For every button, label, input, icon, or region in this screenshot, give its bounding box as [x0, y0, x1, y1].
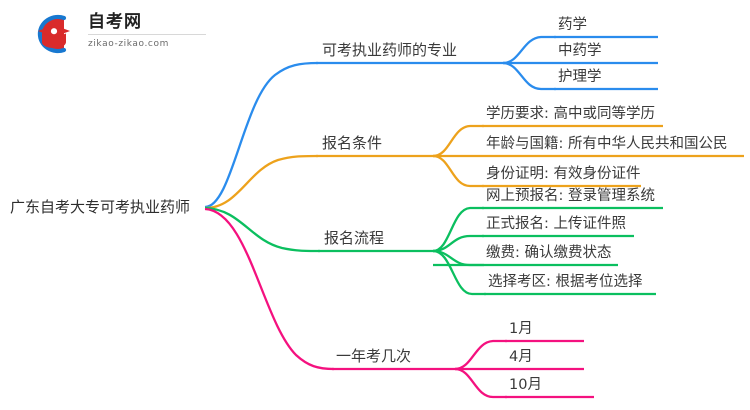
mindmap-leaf-3-2[interactable]: 正式报名: 上传证件照: [486, 216, 626, 232]
mindmap-leaf-4-2[interactable]: 4月: [509, 349, 533, 365]
logo-subtitle: zikao-zikao.com: [88, 39, 169, 49]
mindmap-leaf-3-1[interactable]: 网上预报名: 登录管理系统: [486, 188, 655, 204]
branch-connector-4: [204, 207, 594, 399]
mindmap-topic-3[interactable]: 报名流程: [324, 229, 385, 247]
site-logo: 自考网 zikao-zikao.com: [30, 8, 206, 58]
mindmap-leaf-2-3[interactable]: 身份证明: 有效身份证件: [486, 166, 641, 182]
logo-text: 自考网 zikao-zikao.com: [88, 11, 206, 51]
mindmap-root-node[interactable]: 广东自考大专可考执业药师: [10, 198, 191, 216]
mindmap-topic-1[interactable]: 可考执业药师的专业: [322, 41, 458, 59]
mindmap-leaf-4-1[interactable]: 1月: [509, 321, 533, 337]
mindmap-leaf-1-3[interactable]: 护理学: [558, 69, 602, 85]
branch-connector-1: [204, 35, 658, 209]
logo-divider: [88, 34, 206, 35]
mindmap-leaf-1-2[interactable]: 中药学: [558, 43, 602, 59]
graduation-cap-icon: [37, 14, 70, 54]
mindmap-leaf-3-4[interactable]: 选择考区: 根据考位选择: [488, 274, 643, 290]
mindmap-topic-4[interactable]: 一年考几次: [336, 347, 412, 365]
mindmap-leaf-4-3[interactable]: 10月: [509, 377, 542, 393]
branch-connector-2: [204, 124, 744, 210]
mindmap-topic-2[interactable]: 报名条件: [322, 134, 383, 152]
branch-connector-3: [204, 206, 663, 296]
mindmap-leaf-1-1[interactable]: 药学: [558, 17, 587, 33]
mindmap-leaf-2-2[interactable]: 年龄与国籍: 所有中华人民共和国公民: [486, 136, 728, 152]
mindmap-leaf-3-3[interactable]: 缴费: 确认缴费状态: [486, 245, 612, 261]
mindmap-leaf-2-1[interactable]: 学历要求: 高中或同等学历: [486, 106, 655, 122]
logo-title: 自考网: [88, 12, 142, 32]
